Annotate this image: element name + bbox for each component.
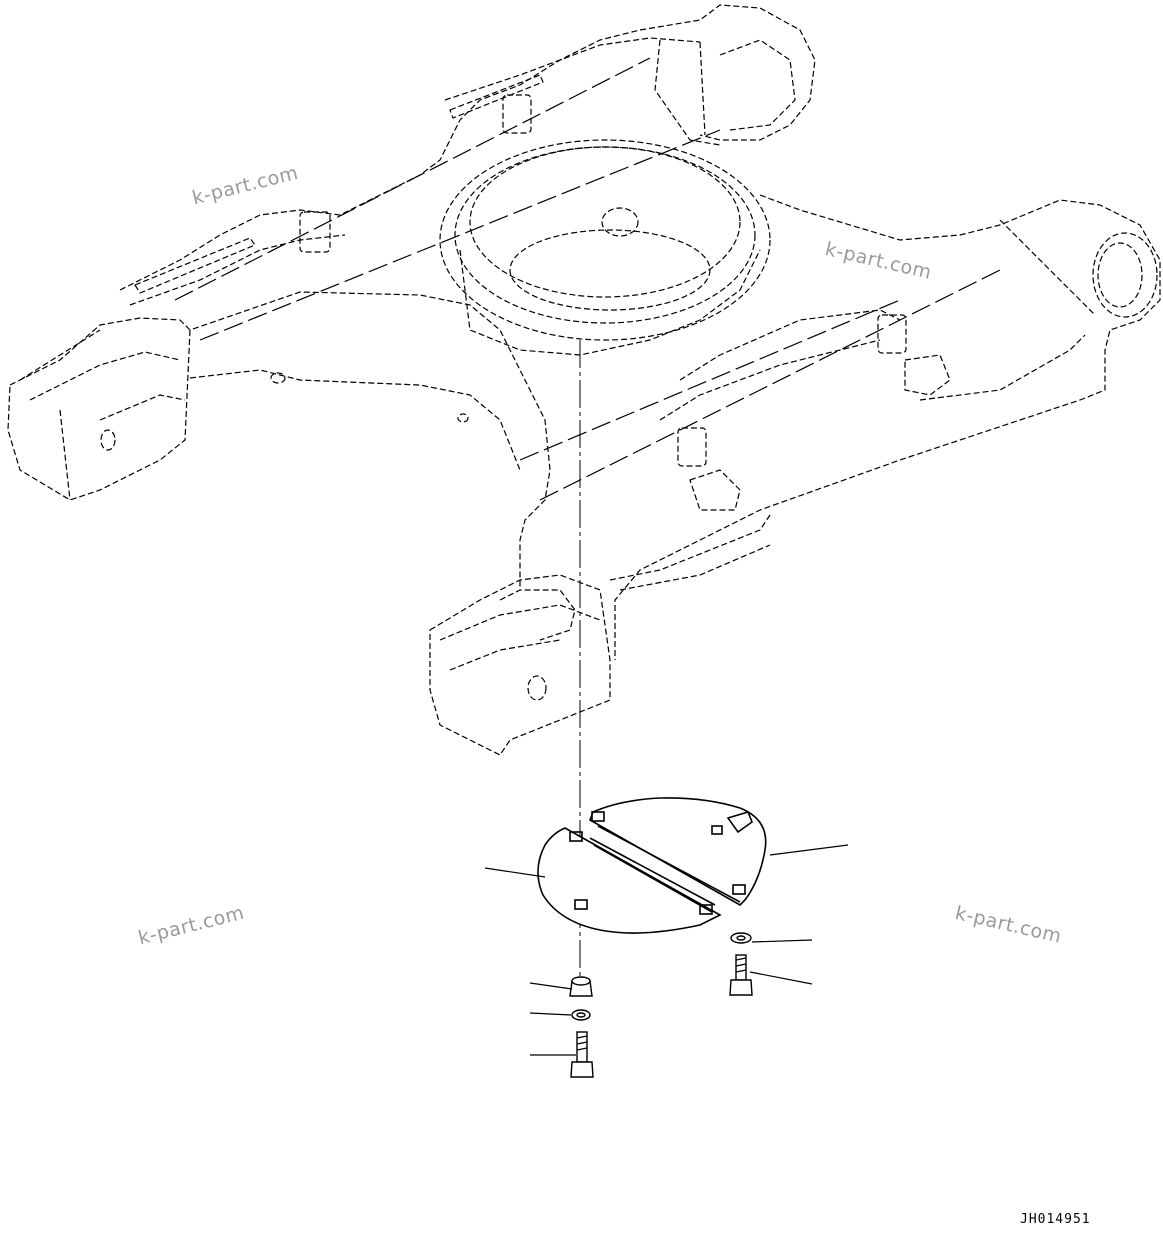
leader-cover-left xyxy=(484,867,546,878)
leader-bolt-right xyxy=(749,971,813,985)
frame-front-end xyxy=(429,574,611,756)
fasteners xyxy=(569,932,753,1078)
swing-circle-outer xyxy=(439,139,771,341)
track-frame-outline xyxy=(7,4,1161,756)
frame-right-beam xyxy=(614,194,1161,660)
leader-lines xyxy=(484,844,849,1056)
frame-left-arm xyxy=(9,291,551,590)
leader-nut xyxy=(529,982,573,990)
drawing-code: JH014951 xyxy=(1020,1212,1091,1227)
leader-cover-right xyxy=(769,844,849,856)
frame-left-beam xyxy=(119,4,816,291)
leader-washer-right xyxy=(751,939,813,943)
bolt-left-head xyxy=(570,1061,594,1078)
cover-plate-left xyxy=(537,827,722,934)
leader-washer-left xyxy=(529,1012,572,1016)
cover-plate-right xyxy=(589,797,767,906)
frame-left-lower xyxy=(7,329,191,501)
cover-plate-assembly xyxy=(537,797,767,934)
bolt-right-head xyxy=(729,979,753,996)
